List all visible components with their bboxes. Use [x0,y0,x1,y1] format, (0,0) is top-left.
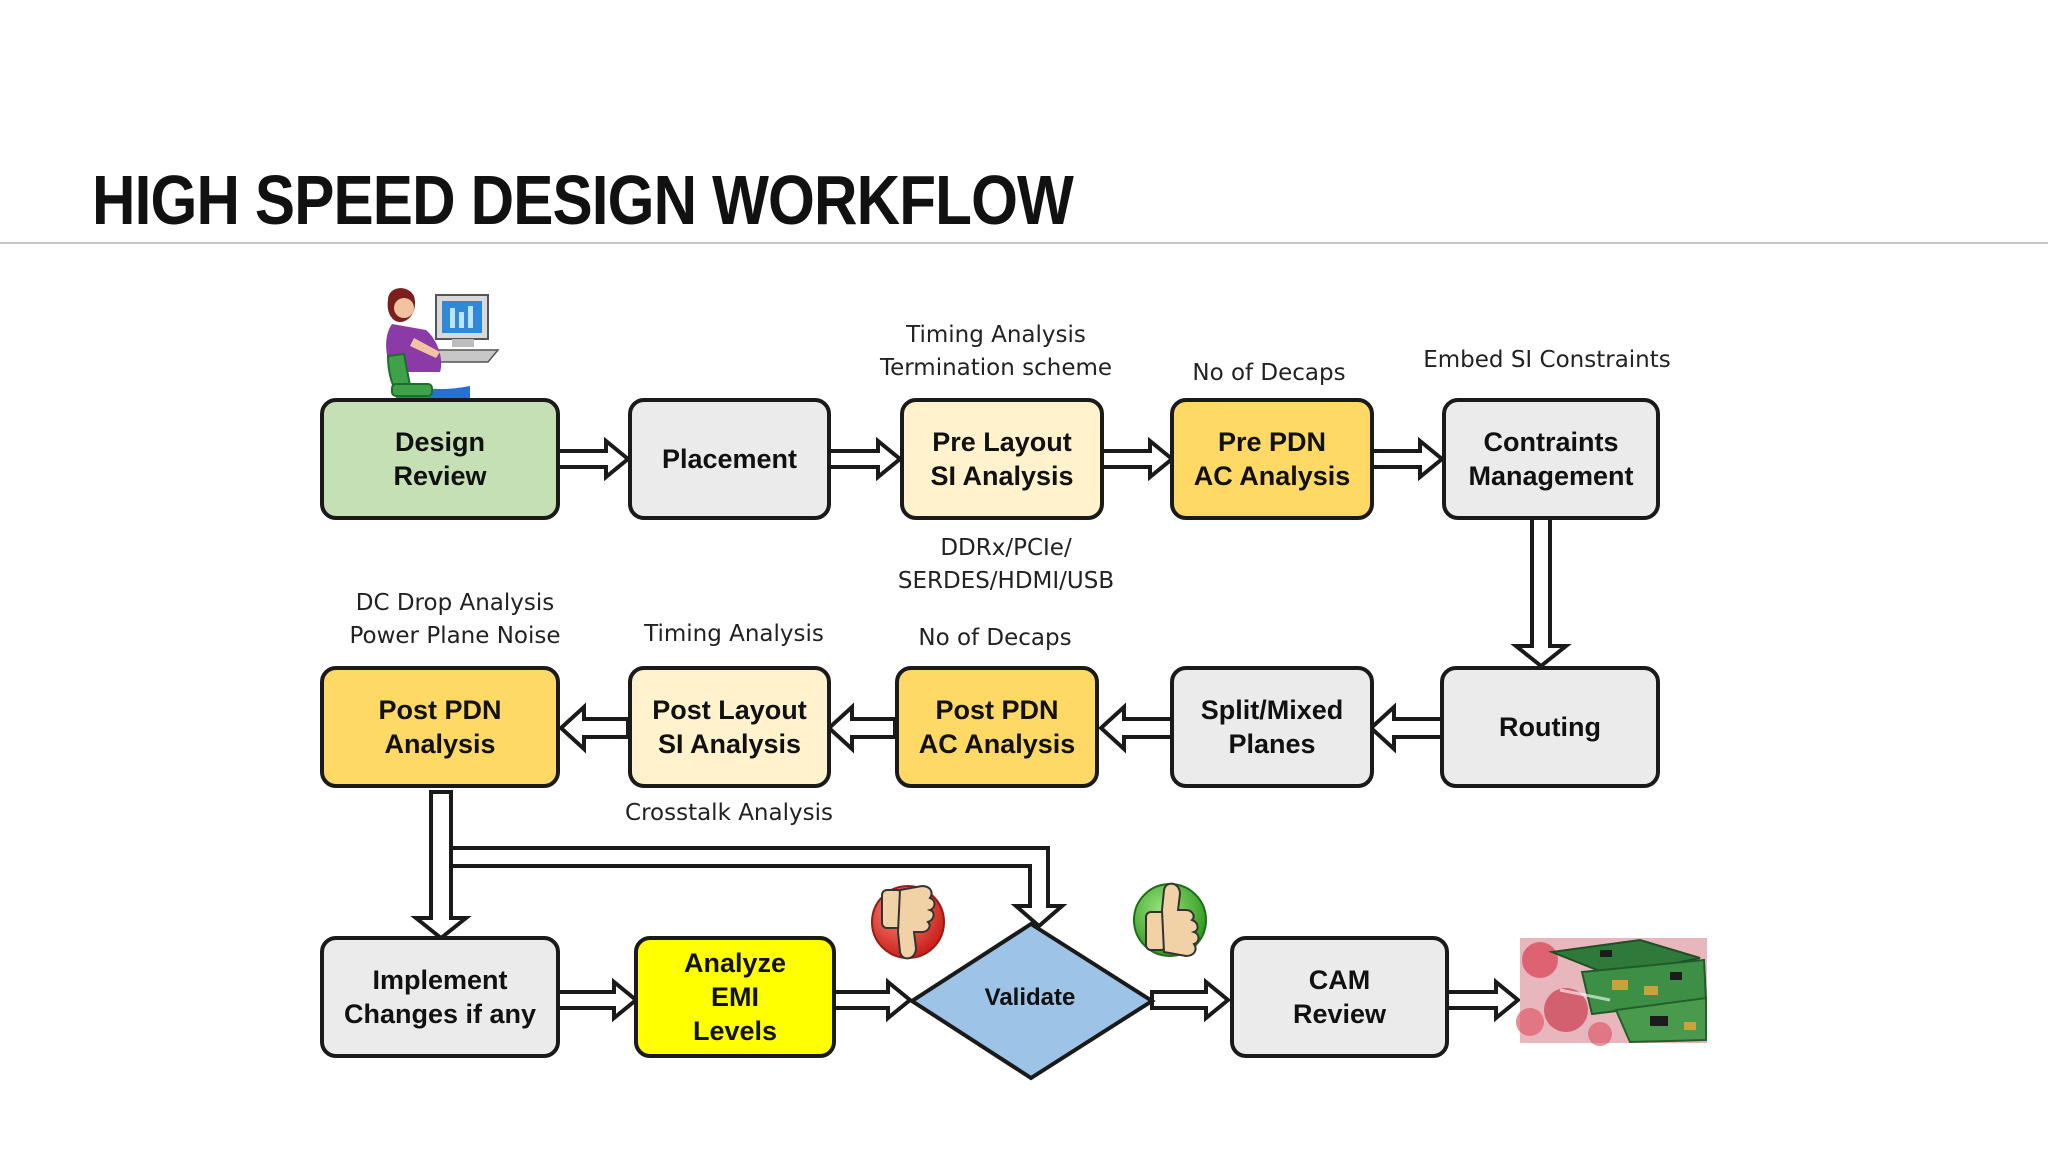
step-routing: Routing [1440,666,1660,788]
step-post-pdn-analysis: Post PDN Analysis [320,666,560,788]
note-pre-layout-bottom: DDRx/PCIe/ SERDES/HDMI/USB [897,535,1115,594]
step-analyze-emi-levels: Analyze EMI Levels [634,936,836,1058]
note-pre-pdn-top: No of Decaps [1192,360,1346,386]
arrow-routing-to-split [1368,702,1444,754]
arrow-design-to-placement [554,436,632,482]
validate-label: Validate [984,984,1076,1011]
arrow-postpdn-to-implement [410,790,472,941]
thumbs-down-icon [871,884,945,960]
pcb-board-image [1516,938,1708,1046]
note-constraints-top: Embed SI Constraints [1423,347,1671,373]
step-post-pdn-ac-analysis: Post PDN AC Analysis [895,666,1099,788]
slide-title: HIGH SPEED DESIGN WORKFLOW [92,161,1074,239]
note-post-pdn-top: DC Drop Analysis Power Plane Noise [349,590,561,649]
arrow-emi-to-validate [832,977,914,1023]
thumbs-up-icon [1133,882,1207,958]
arrow-placement-to-prelayout [827,436,904,482]
step-post-layout-si-analysis: Post Layout SI Analysis [628,666,831,788]
step-constraints-management: Contraints Management [1442,398,1660,520]
step-pre-pdn-ac-analysis: Pre PDN AC Analysis [1170,398,1374,520]
arrow-implement-to-emi [554,977,640,1023]
arrow-postlayout-to-postpdn [558,702,630,754]
arrow-cam-to-pcb [1445,977,1522,1023]
person-at-computer-icon [386,288,500,398]
arrow-prepdn-to-constraints [1369,436,1446,482]
arrow-validate-to-cam [1150,977,1232,1023]
step-design-review: Design Review [320,398,560,520]
title-divider [0,242,2048,244]
note-post-layout-top: Timing Analysis [644,621,824,647]
step-split-mixed-planes: Split/Mixed Planes [1170,666,1374,788]
step-cam-review: CAM Review [1230,936,1449,1058]
validate-diamond [908,921,1156,1081]
step-placement: Placement [628,398,831,520]
arrow-constraints-to-routing [1510,516,1572,669]
arrow-postpdnac-to-postlayout [826,702,897,754]
note-post-pdn-ac-top: No of Decaps [918,625,1072,651]
step-implement-changes: Implement Changes if any [320,936,560,1058]
arrow-postpdn-to-validate [449,846,1068,929]
note-post-layout-bottom: Crosstalk Analysis [625,800,833,826]
arrow-prelayout-to-prepdn [1099,436,1176,482]
arrow-split-to-postpdnac [1098,702,1174,754]
step-pre-layout-si-analysis: Pre Layout SI Analysis [900,398,1104,520]
note-pre-layout-top: Timing Analysis Termination scheme [879,322,1113,381]
